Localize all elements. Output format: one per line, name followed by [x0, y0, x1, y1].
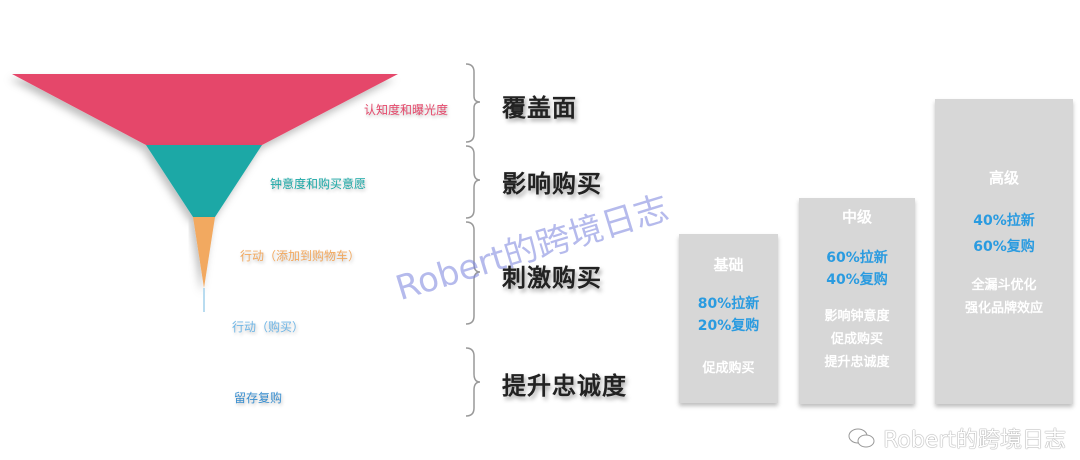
funnel-segment-cart [193, 217, 215, 288]
bracket-coverage [465, 63, 481, 143]
tier-title: 基础 [713, 256, 744, 274]
tier-desc: 影响钟意度 [824, 309, 890, 324]
tier-ratio-repeat: 40%复购 [826, 272, 888, 288]
phase-label-coverage: 覆盖面 [502, 94, 577, 122]
bracket-loyalty [465, 347, 481, 417]
bracket-group [465, 63, 481, 417]
tier-desc: 促成购买 [830, 332, 883, 347]
funnel-segment-consideration [146, 145, 262, 217]
stage-label-awareness: 认知度和曝光度 [364, 103, 449, 117]
funnel-segment-awareness [12, 74, 398, 145]
footer-text: Robert的跨境日志 [883, 428, 1066, 453]
bracket-stimulate [465, 221, 481, 325]
tier-desc: 提升忠诚度 [824, 355, 890, 370]
tier-ratio-new: 60%拉新 [826, 250, 888, 266]
tier-box-basic: 基础 80%拉新 20%复购 促成购买 [679, 234, 778, 403]
phase-label-loyalty: 提升忠诚度 [502, 372, 627, 400]
tier-ratio-new: 40%拉新 [973, 213, 1035, 229]
wechat-icon [848, 428, 875, 448]
footer-watermark: Robert的跨境日志 [847, 422, 1066, 454]
tier-title: 高级 [988, 169, 1019, 187]
tier-box-advanced: 高级 40%拉新 60%复购 全漏斗优化 强化品牌效应 [935, 99, 1073, 404]
phase-label-stimulate: 刺激购买 [502, 264, 602, 292]
stage-label-consideration: 钟意度和购买意愿 [270, 177, 367, 191]
tier-title: 中级 [841, 208, 872, 226]
stage-label-retention: 留存复购 [234, 391, 283, 405]
tier-ratio-new: 80%拉新 [697, 296, 760, 312]
tier-desc: 全漏斗优化 [971, 278, 1037, 293]
stage-label-purchase: 行动（购买） [232, 320, 305, 334]
tier-desc: 促成购买 [702, 361, 755, 376]
tier-box-intermediate: 中级 60%拉新 40%复购 影响钟意度 促成购买 提升忠诚度 [799, 198, 915, 404]
bracket-influence [465, 145, 481, 219]
funnel-graphic [12, 74, 398, 312]
tier-desc: 强化品牌效应 [964, 301, 1043, 316]
tier-ratio-repeat: 60%复购 [973, 239, 1035, 255]
stage-label-add-to-cart: 行动（添加到购物车） [240, 249, 361, 263]
tier-ratio-repeat: 20%复购 [697, 318, 760, 334]
phase-label-influence: 影响购买 [502, 170, 602, 198]
